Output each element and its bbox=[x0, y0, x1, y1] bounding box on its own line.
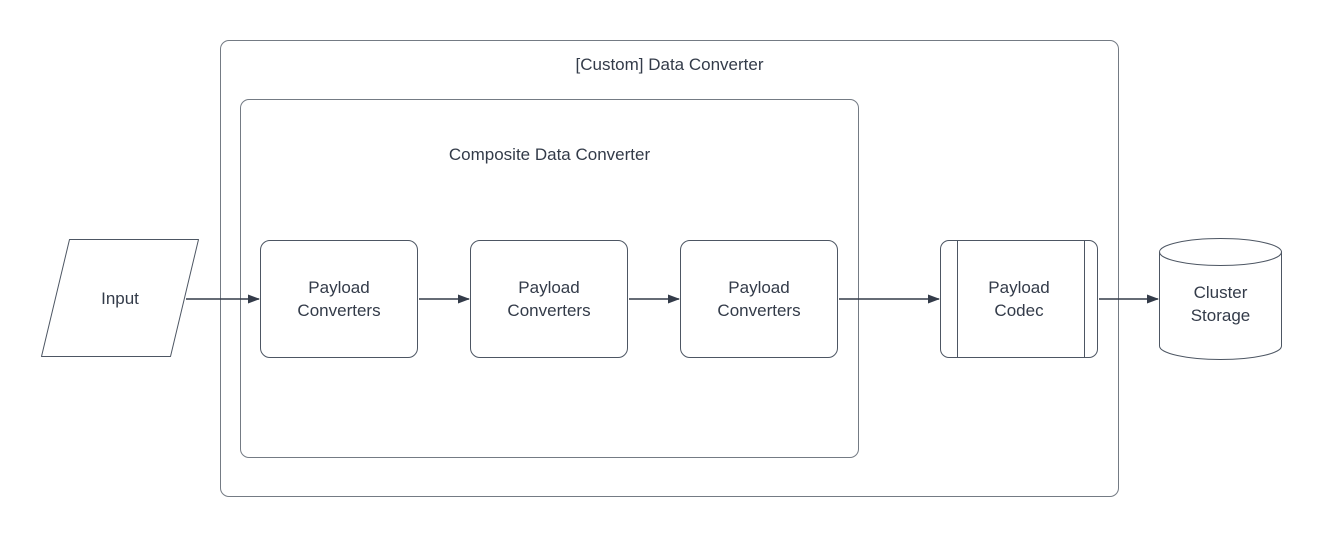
payload-converters-label: Payload Converters bbox=[507, 278, 591, 320]
payload-codec-node: Payload Codec bbox=[940, 240, 1098, 358]
payload-converters-node-1: Payload Converters bbox=[260, 240, 418, 358]
composite-data-converter-container: Composite Data Converter bbox=[240, 99, 859, 458]
input-node: Input bbox=[41, 239, 199, 357]
payload-converters-label: Payload Converters bbox=[717, 278, 801, 320]
codec-inner-line-left bbox=[957, 241, 958, 357]
cluster-storage-label: Cluster Storage bbox=[1190, 283, 1251, 325]
payload-converters-node-2: Payload Converters bbox=[470, 240, 628, 358]
codec-inner-line-right bbox=[1084, 241, 1085, 357]
payload-converters-node-3: Payload Converters bbox=[680, 240, 838, 358]
payload-codec-label: Payload Codec bbox=[988, 278, 1050, 320]
cylinder-shape bbox=[1159, 238, 1282, 360]
custom-data-converter-container: [Custom] Data Converter bbox=[220, 40, 1119, 497]
input-label: Input bbox=[101, 288, 139, 308]
outer-container-label: [Custom] Data Converter bbox=[575, 55, 764, 74]
parallelogram-shape bbox=[41, 239, 199, 357]
inner-container-label: Composite Data Converter bbox=[448, 145, 651, 164]
payload-converters-label: Payload Converters bbox=[297, 278, 381, 320]
cluster-storage-node: Cluster Storage bbox=[1159, 238, 1282, 360]
